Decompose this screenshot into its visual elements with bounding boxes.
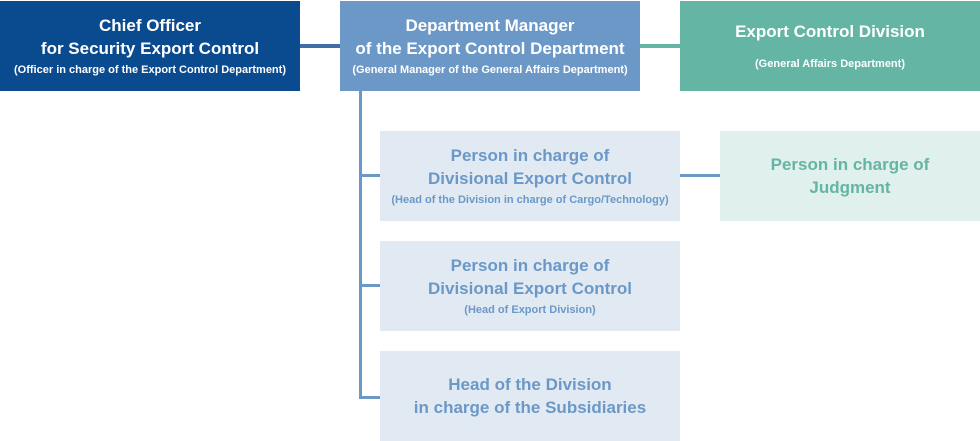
judgment-title: Person in charge of Judgment bbox=[770, 155, 930, 197]
connector-manager-trunk bbox=[359, 91, 362, 399]
connector-branch-2 bbox=[359, 284, 380, 287]
department-manager-subtitle: (General Manager of the General Affairs … bbox=[352, 64, 628, 76]
export-control-division-box: Export Control Division (General Affairs… bbox=[680, 1, 980, 91]
divisional-control-export-subtitle: (Head of Export Division) bbox=[464, 304, 596, 316]
connector-branch-1 bbox=[359, 174, 380, 177]
chief-officer-title: Chief Officer for Security Export Contro… bbox=[40, 16, 260, 58]
connector-branch-3 bbox=[359, 396, 380, 399]
chief-officer-box: Chief Officer for Security Export Contro… bbox=[0, 1, 300, 91]
department-manager-title: Department Manager of the Export Control… bbox=[355, 16, 625, 58]
export-control-division-subtitle: (General Affairs Department) bbox=[755, 58, 905, 70]
connector-person-judgment bbox=[680, 174, 720, 177]
export-control-division-title: Export Control Division bbox=[735, 22, 925, 41]
connector-chief-manager bbox=[300, 44, 340, 48]
divisional-control-cargo-title: Person in charge of Divisional Export Co… bbox=[427, 146, 633, 188]
divisional-control-export-box: Person in charge of Divisional Export Co… bbox=[380, 241, 680, 331]
department-manager-box: Department Manager of the Export Control… bbox=[340, 1, 640, 91]
divisional-control-cargo-subtitle: (Head of the Division in charge of Cargo… bbox=[391, 194, 669, 206]
chief-officer-subtitle: (Officer in charge of the Export Control… bbox=[14, 64, 286, 76]
subsidiaries-head-box: Head of the Division in charge of the Su… bbox=[380, 351, 680, 441]
divisional-control-export-title: Person in charge of Divisional Export Co… bbox=[427, 256, 633, 298]
subsidiaries-head-title: Head of the Division in charge of the Su… bbox=[413, 375, 647, 417]
judgment-box: Person in charge of Judgment bbox=[720, 131, 980, 221]
connector-manager-division bbox=[640, 44, 680, 48]
divisional-control-cargo-box: Person in charge of Divisional Export Co… bbox=[380, 131, 680, 221]
